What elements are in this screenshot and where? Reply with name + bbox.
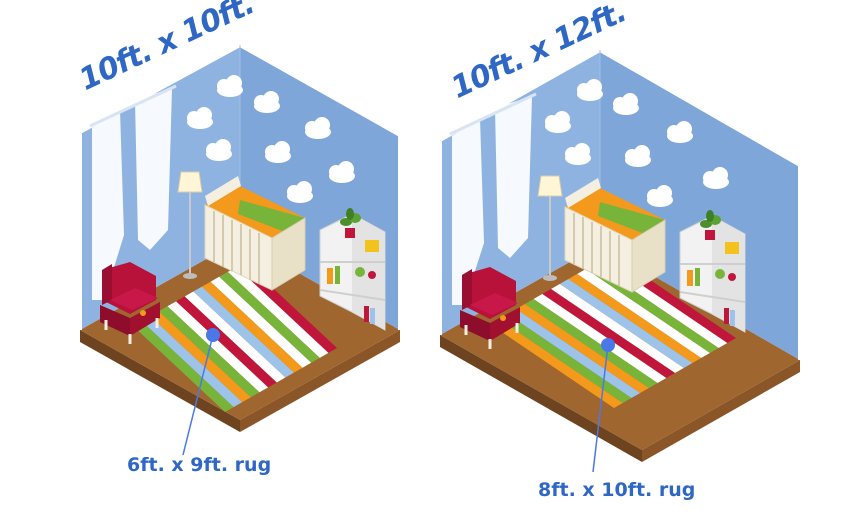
rug-stripe xyxy=(524,299,658,388)
floor-lamp-icon xyxy=(537,175,563,281)
rug-stripe xyxy=(559,279,693,368)
crib-icon xyxy=(564,178,666,293)
rug-stripe xyxy=(227,266,329,358)
rug-stripe xyxy=(133,321,234,412)
curtain-icon xyxy=(89,84,177,300)
rug-stripe xyxy=(176,296,277,388)
marker-dot-icon xyxy=(206,328,220,342)
room-1-floor-edge-right xyxy=(240,330,400,432)
marker-dot-icon xyxy=(601,338,615,352)
plant-icon xyxy=(700,210,721,240)
room-2-rug-label: 8ft. x 10ft. rug xyxy=(538,479,696,501)
armchair-icon xyxy=(460,267,520,349)
rug-stripe xyxy=(507,309,641,398)
floor-lamp-icon xyxy=(177,171,203,279)
curtain-icon xyxy=(449,92,537,305)
rug-stripe xyxy=(516,304,649,393)
rug-stripe xyxy=(210,276,312,368)
room-1 xyxy=(78,42,402,456)
rug-stripe xyxy=(577,269,710,358)
rug-stripe xyxy=(150,311,251,403)
room-2-rug xyxy=(490,254,736,408)
room-1-floor-edge xyxy=(80,330,240,432)
room-2-floor-edge-right xyxy=(642,360,800,462)
rug-stripe xyxy=(490,319,623,408)
room-1-pointer-line xyxy=(182,334,214,456)
plant-icon xyxy=(340,208,361,238)
room-2 xyxy=(438,47,802,473)
rug-stripe xyxy=(498,314,632,403)
rug-stripe xyxy=(551,284,684,373)
room-1-rug-label: 6ft. x 9ft. rug xyxy=(127,454,272,476)
rug-stripe xyxy=(141,316,243,408)
rug-stripe xyxy=(533,294,667,383)
rug-stripe xyxy=(542,289,675,378)
rug-stripe xyxy=(193,286,294,378)
rug-stripe xyxy=(184,291,286,383)
armchair-icon xyxy=(100,262,160,344)
rug-stripe xyxy=(167,301,269,393)
room-2-floor-edge xyxy=(440,335,642,462)
rug-stripe xyxy=(219,271,320,363)
crib-icon xyxy=(204,176,306,291)
room-2-wall-right xyxy=(600,50,800,360)
rug-stripe xyxy=(568,274,702,363)
rug-stripe xyxy=(201,281,303,373)
room-2-pointer-line xyxy=(592,344,609,473)
bookshelf-icon xyxy=(319,213,386,331)
bookshelf-icon xyxy=(679,215,746,333)
